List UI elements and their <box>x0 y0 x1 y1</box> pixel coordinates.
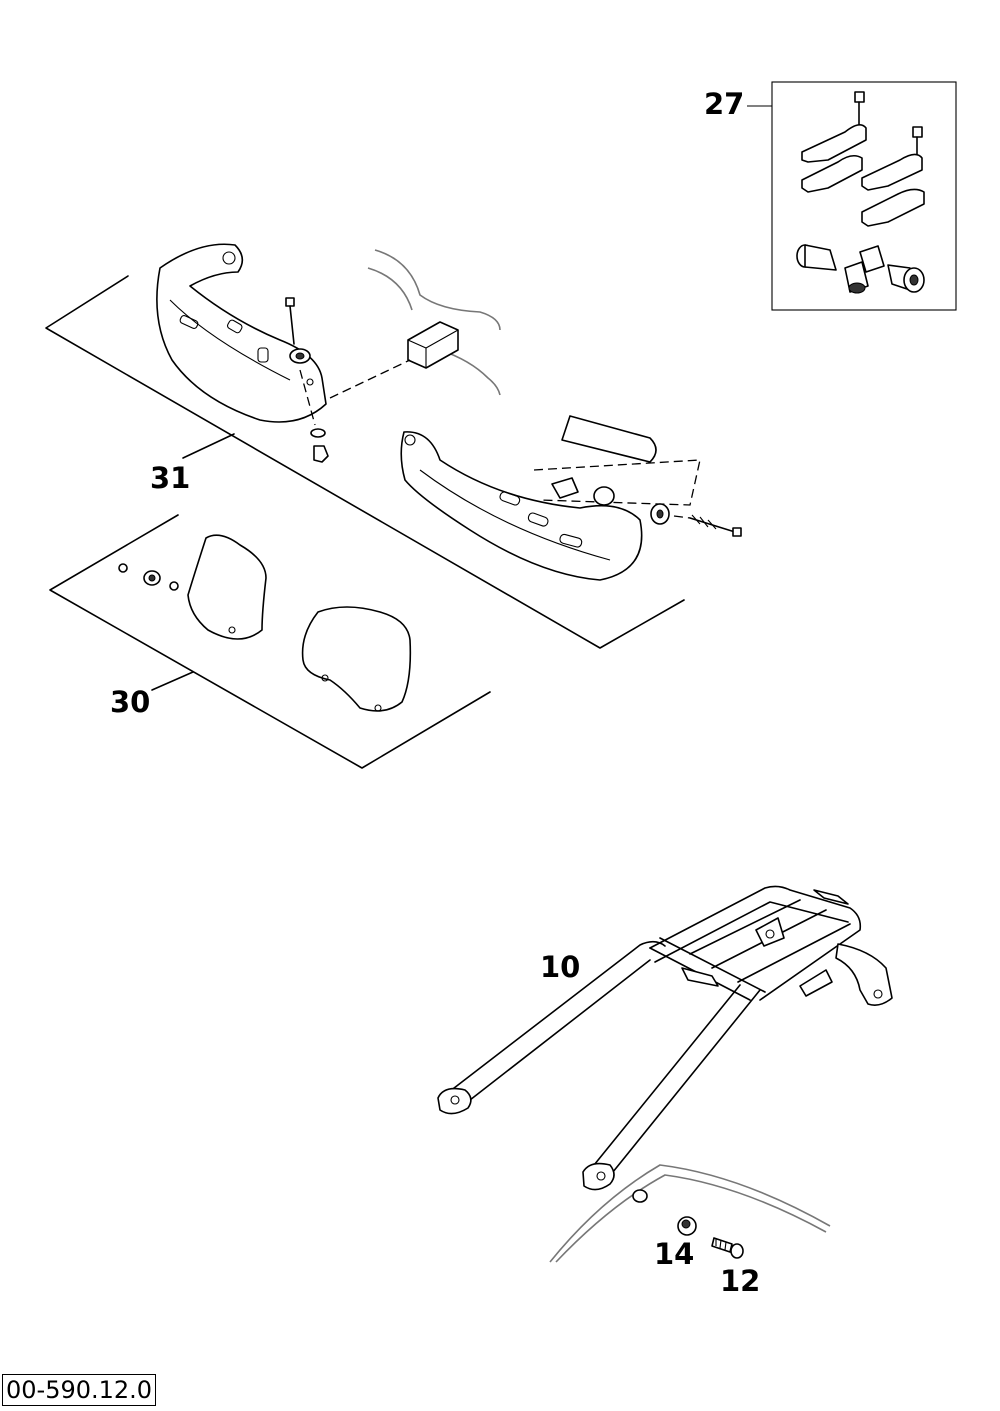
luggage-rack <box>437 885 893 1191</box>
clamp-half <box>801 124 925 227</box>
handlebar-outline <box>367 249 501 396</box>
bar-end-assembly <box>533 415 742 537</box>
rear-fender-outline <box>549 1164 831 1263</box>
callout-10: 10 <box>540 950 581 984</box>
handguard-kit-plane <box>45 275 685 649</box>
rack-screw <box>711 1237 744 1259</box>
left-handguard <box>156 243 327 423</box>
right-handguard <box>400 431 643 581</box>
bar-end-plug <box>796 244 925 294</box>
clamp-bolt <box>854 91 923 163</box>
drawing-code: 00-590.12.0 <box>2 1374 157 1407</box>
callout-31: 31 <box>150 461 191 495</box>
handguard-bolt-stack <box>285 297 411 463</box>
spacer-bushing <box>677 1216 697 1236</box>
windshield-kit-plane <box>49 514 491 769</box>
callout-27: 27 <box>704 87 745 121</box>
callout-30: 30 <box>110 685 151 719</box>
bar-clamp <box>407 321 459 369</box>
clamp-kit-box <box>747 81 957 311</box>
callout-12: 12 <box>720 1264 761 1298</box>
callout-14: 14 <box>654 1237 695 1271</box>
